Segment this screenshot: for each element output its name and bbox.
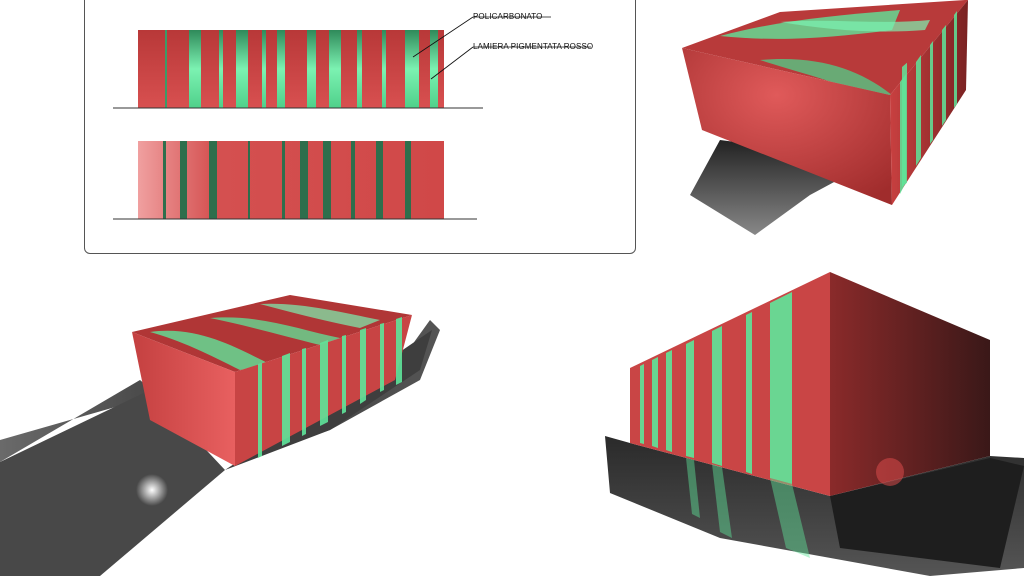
render-bottom-right <box>605 272 1024 576</box>
elevations-panel: POLICARBONATO LAMIERA PIGMENTATA ROSSO <box>84 0 636 254</box>
perspective-view-top-right <box>660 0 1024 250</box>
perspective-view-bottom-right <box>600 268 1024 576</box>
perspective-view-bottom-left <box>0 290 440 576</box>
label-polycarbonate: POLICARBONATO <box>473 12 543 21</box>
label-red-sheet: LAMIERA PIGMENTATA ROSSO <box>473 42 594 51</box>
elevation-north <box>113 16 591 109</box>
elevation-south <box>113 141 477 220</box>
render-top-right <box>682 0 968 235</box>
elevations-drawing <box>113 16 591 220</box>
light-glow <box>136 474 168 506</box>
render-bottom-left <box>0 295 440 576</box>
